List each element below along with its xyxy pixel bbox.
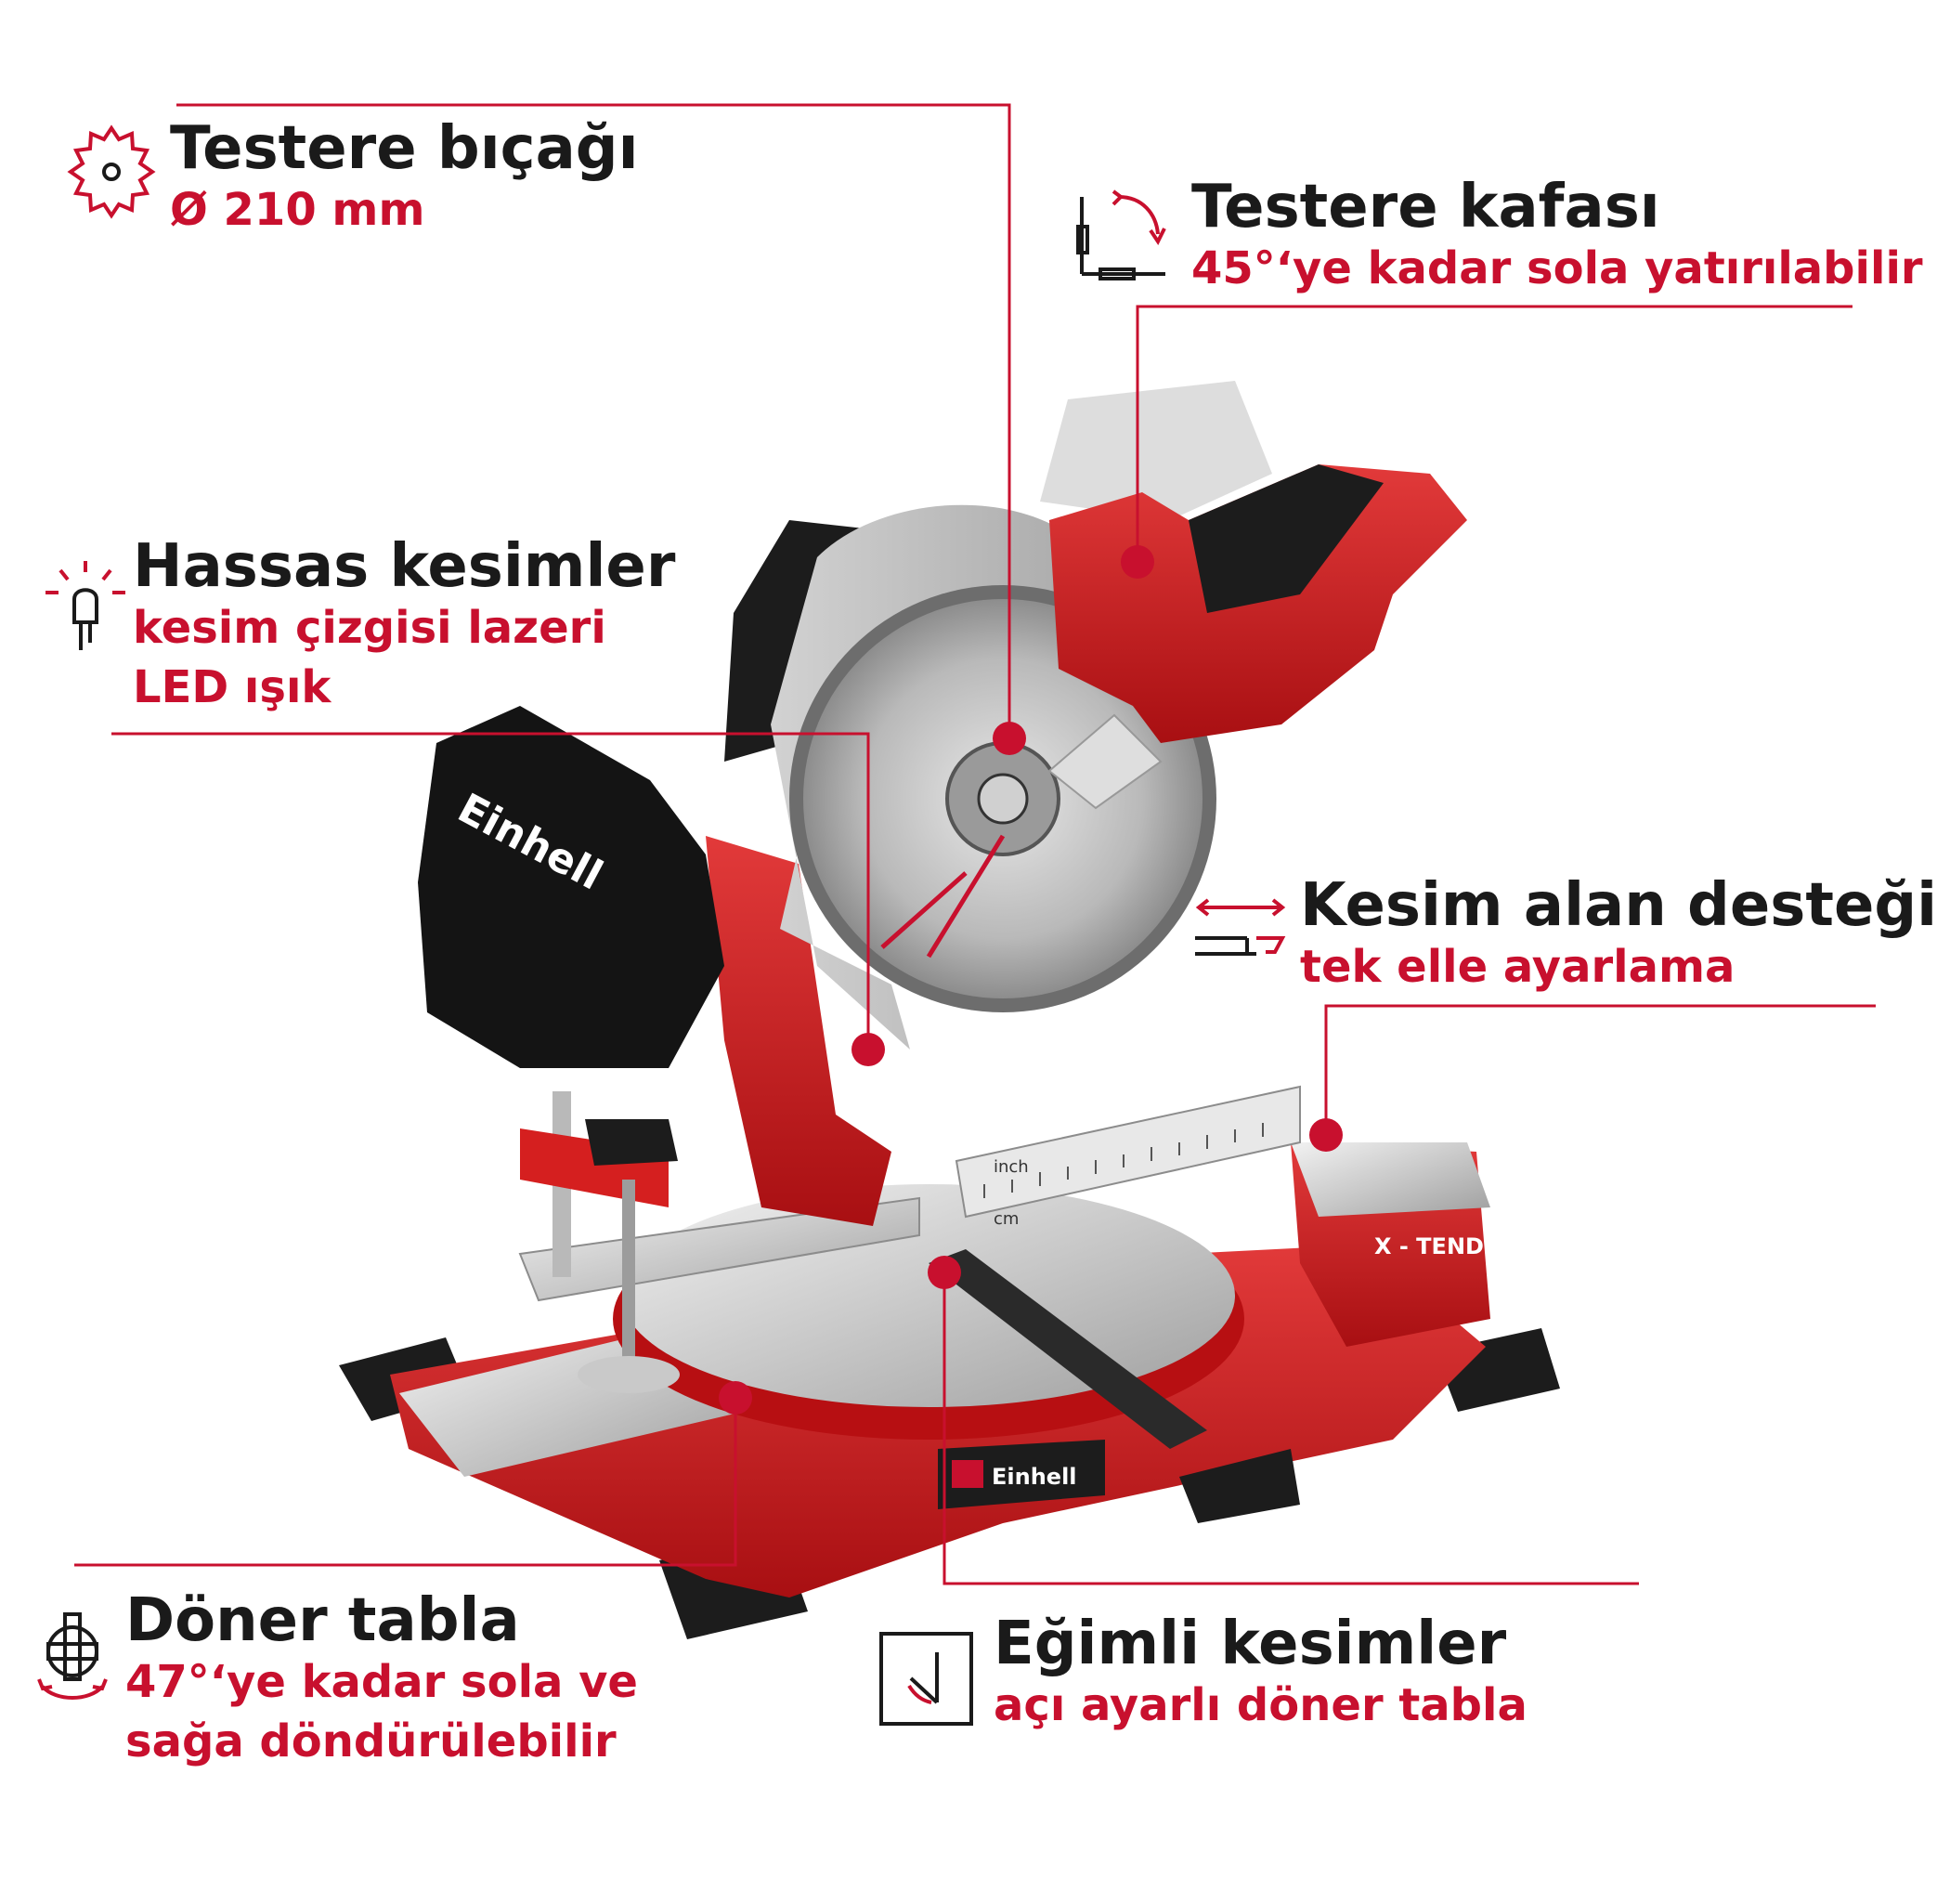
table-extension-icon [1195, 898, 1286, 956]
pivot-arm [706, 836, 891, 1226]
callout-miter-title: Eğimli kesimler [994, 1610, 1507, 1678]
miter-arm [929, 1249, 1207, 1449]
grip-handle [1189, 464, 1384, 613]
scale-ticks [983, 1123, 1264, 1198]
callout-laser-title: Hassas kesimler [133, 532, 676, 601]
scale-unit-cm: cm [994, 1209, 1019, 1229]
miter-angle-icon [879, 1632, 973, 1726]
callout-table-title: Döner tabla [125, 1586, 520, 1655]
fence-left [518, 1196, 920, 1302]
callout-head: Testere kafası 45°‘ye kadar sola yatırıl… [1191, 175, 1923, 299]
callout-table-line-2: sağa döndürülebilir [125, 1715, 617, 1767]
fence-right-scale [955, 1085, 1301, 1219]
callout-table: Döner tabla 47°‘ye kadar sola ve sağa dö… [125, 1588, 638, 1771]
callout-extend-line-1: tek elle ayarlama [1300, 941, 1736, 994]
head-leader-line [1136, 305, 1852, 562]
callout-blade-line-1: Ø 210 mm [170, 184, 425, 237]
laser-callout-dot [852, 1033, 885, 1066]
callout-table-line-1: 47°‘ye kadar sola ve [125, 1656, 638, 1709]
front-label-plate [938, 1440, 1105, 1509]
extend-leader-line [1324, 1004, 1876, 1135]
callout-blade: Testere bıçağı Ø 210 mm [170, 116, 639, 241]
table-callout-dot [719, 1381, 752, 1415]
front-einhell-logo: Einhell [992, 1464, 1077, 1490]
motor-housing [1049, 464, 1467, 743]
bevel-tilt-icon [1076, 189, 1166, 280]
head-callout-dot [1121, 545, 1154, 579]
callout-extend: Kesim alan desteği tek elle ayarlama [1300, 873, 1937, 998]
turntable-rotate-icon [37, 1612, 108, 1700]
clamp-foot [578, 1356, 680, 1393]
callout-head-title: Testere kafası [1191, 173, 1660, 241]
clamp-screw [622, 1180, 635, 1365]
miter-callout-dot [928, 1256, 961, 1289]
callout-laser-line-2: LED ışık [133, 660, 332, 713]
dust-bag [418, 706, 724, 1068]
extend-callout-dot [1309, 1118, 1343, 1152]
scale-unit-inch: inch [994, 1157, 1029, 1177]
callout-miter-line-1: açı ayarlı döner tabla [994, 1679, 1528, 1732]
callout-extend-title: Kesim alan desteği [1300, 871, 1937, 940]
clamp-knob [585, 1119, 678, 1166]
x-tend-label: X - TEND [1374, 1233, 1484, 1259]
blade-callout-dot [993, 722, 1026, 755]
callout-miter: Eğimli kesimler açı ayarlı döner tabla [994, 1611, 1528, 1736]
miter-leader-line [942, 1272, 1639, 1585]
callout-head-line-1: 45°‘ye kadar sola yatırılabilir [1191, 242, 1923, 295]
einhell-logo-mark [952, 1460, 983, 1488]
blade-leader-line [176, 103, 1011, 738]
callout-blade-title: Testere bıçağı [170, 114, 639, 183]
battery-ghost [1040, 381, 1272, 520]
saw-blade-icon [67, 124, 156, 219]
table-leader-line [74, 1398, 737, 1567]
blade-guard-window [1047, 713, 1163, 810]
callout-laser-line-1: kesim çizgisi lazeri [133, 602, 606, 655]
led-light-icon [46, 561, 125, 650]
callout-laser: Hassas kesimler kesim çizgisi lazeri LED… [133, 534, 675, 717]
miter-handle [1179, 1449, 1300, 1523]
laser-leader-line [111, 732, 870, 1050]
x-tend-top [1291, 1142, 1490, 1217]
